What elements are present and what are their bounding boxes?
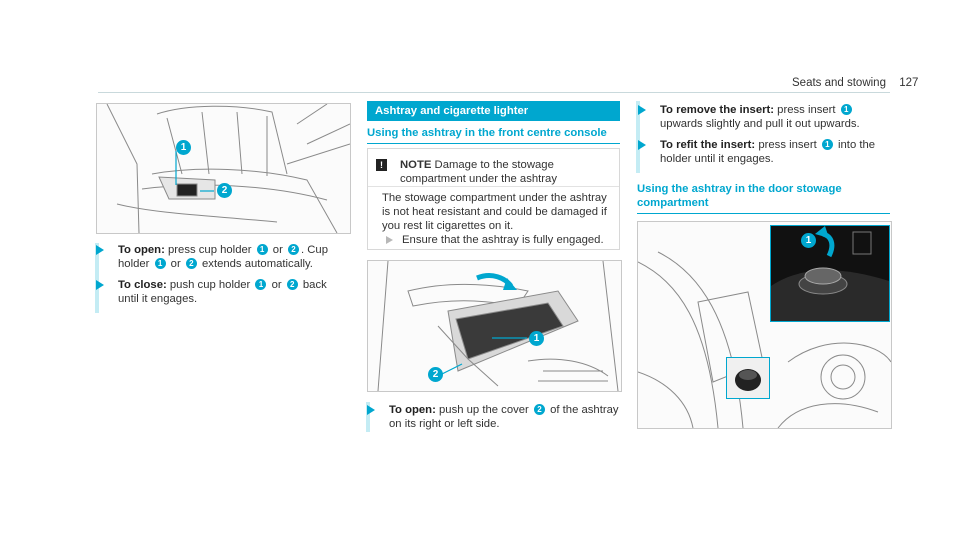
note-headline: Damage to the stowage compartment under … bbox=[400, 159, 557, 185]
step-arrow-icon bbox=[96, 280, 104, 290]
callout-2: 2 bbox=[217, 183, 232, 198]
step-open-cup-holder: To open: press cup holder 1 or 2. Cup ho… bbox=[96, 243, 348, 271]
step-refit-insert: To refit the insert: press insert 1 into… bbox=[638, 138, 890, 166]
step-bar bbox=[366, 402, 370, 432]
step-remove-insert: To remove the insert: press insert 1 upw… bbox=[638, 103, 890, 131]
header-rule bbox=[98, 92, 890, 93]
door-ashtray-detail-inset bbox=[770, 225, 890, 322]
section-title: Ashtray and cigarette lighter bbox=[367, 101, 620, 121]
step-arrow-icon bbox=[638, 140, 646, 150]
step-arrow-icon bbox=[96, 245, 104, 255]
inline-callout-1: 1 bbox=[840, 104, 852, 115]
step-arrow-icon bbox=[367, 405, 375, 415]
note-box: ! NOTE Damage to the stowage compartment… bbox=[367, 148, 620, 250]
door-ashtray-illustration bbox=[637, 221, 892, 429]
inline-callout-1: 1 bbox=[256, 244, 268, 255]
page-number: 127 bbox=[899, 77, 919, 89]
rear-seat-cup-holder-illustration bbox=[96, 103, 351, 234]
subtitle-front-console: Using the ashtray in the front centre co… bbox=[367, 126, 620, 144]
inline-callout-1: 1 bbox=[821, 139, 833, 150]
callout-1: 1 bbox=[529, 331, 544, 346]
inline-callout-2: 2 bbox=[185, 258, 197, 269]
ashtray-console-illustration bbox=[367, 260, 622, 392]
step-arrow-icon bbox=[386, 236, 393, 244]
inline-callout-1: 1 bbox=[154, 258, 166, 269]
inline-callout-2: 2 bbox=[287, 244, 299, 255]
step-close-cup-holder: To close: push cup holder 1 or 2 back un… bbox=[96, 278, 348, 306]
inline-callout-1: 1 bbox=[255, 279, 267, 290]
warning-icon: ! bbox=[376, 159, 387, 171]
step-bar bbox=[636, 101, 640, 173]
middle-callouts bbox=[441, 273, 527, 375]
ashtray-location-marker bbox=[726, 357, 770, 399]
step-bar bbox=[95, 243, 99, 313]
subtitle-door-stowage: Using the ashtray in the door stowage co… bbox=[637, 182, 890, 214]
note-instruction: Ensure that the ashtray is fully engaged… bbox=[386, 234, 604, 246]
callout-2: 2 bbox=[428, 367, 443, 382]
callout-1: 1 bbox=[176, 140, 191, 155]
step-arrow-icon bbox=[638, 105, 646, 115]
inline-callout-2: 2 bbox=[533, 404, 545, 415]
inline-callout-2: 2 bbox=[286, 279, 298, 290]
callout-1: 1 bbox=[801, 233, 816, 248]
section-name: Seats and stowing bbox=[792, 77, 886, 89]
left-callouts bbox=[175, 151, 214, 192]
note-label: NOTE bbox=[400, 159, 432, 171]
step-open-ashtray: To open: push up the cover 2 of the asht… bbox=[367, 403, 619, 431]
note-body: The stowage compartment under the ashtra… bbox=[382, 192, 607, 232]
page-header: Seats and stowing 127 bbox=[792, 77, 918, 89]
